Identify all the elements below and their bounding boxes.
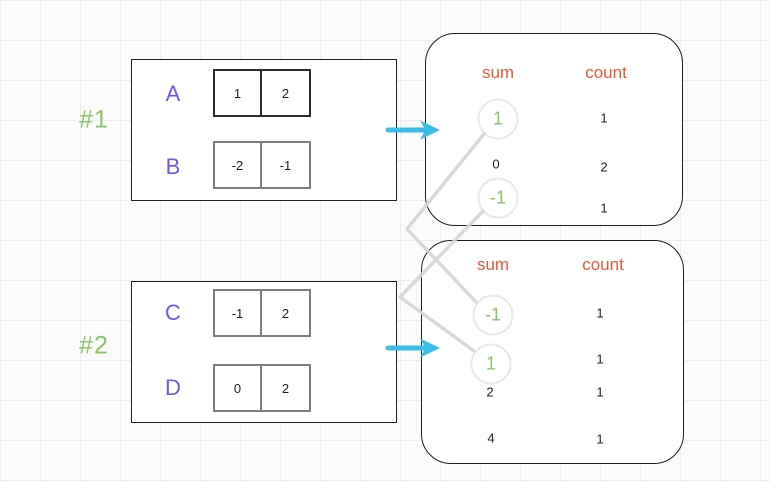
group-2-count-value: 1 (596, 431, 604, 447)
group-2-count-header: count (582, 255, 624, 274)
array-b-label: B (165, 154, 181, 179)
group-1-result-table: sum count 1 1 0 2 -1 1 (425, 33, 683, 226)
array-c-label: C (165, 300, 181, 325)
group-2-sum-value-highlighted: -1 (472, 294, 514, 336)
group-2-sum-value-highlighted: 1 (470, 343, 512, 385)
array-b-cells: -2 -1 (213, 141, 311, 189)
group-1-sum-value-highlighted: -1 (477, 177, 519, 219)
group-2-sum-value: 2 (486, 384, 494, 400)
array-a-cell-0: 1 (213, 69, 262, 117)
group-1-count-header: count (585, 63, 627, 82)
group-2-sum-value: 4 (487, 430, 495, 446)
array-a-cells: 1 2 (213, 69, 311, 117)
array-d-label: D (165, 375, 181, 400)
group-1-sum-value: 0 (492, 156, 500, 172)
array-b-cell-0: -2 (213, 141, 262, 189)
array-d-cell-0: 0 (213, 364, 262, 412)
array-d-cell-1: 2 (262, 364, 311, 412)
array-c-cells: -1 2 (213, 289, 311, 337)
group-2-count-value: 1 (596, 384, 604, 400)
group-2-count-value: 1 (596, 351, 604, 367)
group-2-result-table: sum count -1 1 1 1 2 1 4 1 (421, 240, 684, 464)
array-c-cell-1: 2 (262, 289, 311, 337)
array-c-cell-0: -1 (213, 289, 262, 337)
array-d-cells: 0 2 (213, 364, 311, 412)
group-1-count-value: 1 (600, 110, 608, 126)
group-2-label: #2 (79, 331, 109, 360)
group-1-count-value: 2 (600, 159, 608, 175)
group-2-source-box: C -1 2 D 0 2 (131, 281, 397, 423)
group-1-label: #1 (79, 105, 109, 134)
group-2-sum-header: sum (476, 255, 510, 274)
group-1-sum-header: sum (481, 63, 515, 82)
array-a-cell-1: 2 (262, 69, 311, 117)
array-a-label: A (165, 81, 181, 106)
group-2-count-value: 1 (596, 305, 604, 321)
group-1-sum-value-highlighted: 1 (477, 98, 519, 140)
group-1-count-value: 1 (600, 200, 608, 216)
group-1-source-box: A 1 2 B -2 -1 (131, 59, 397, 201)
array-b-cell-1: -1 (262, 141, 311, 189)
